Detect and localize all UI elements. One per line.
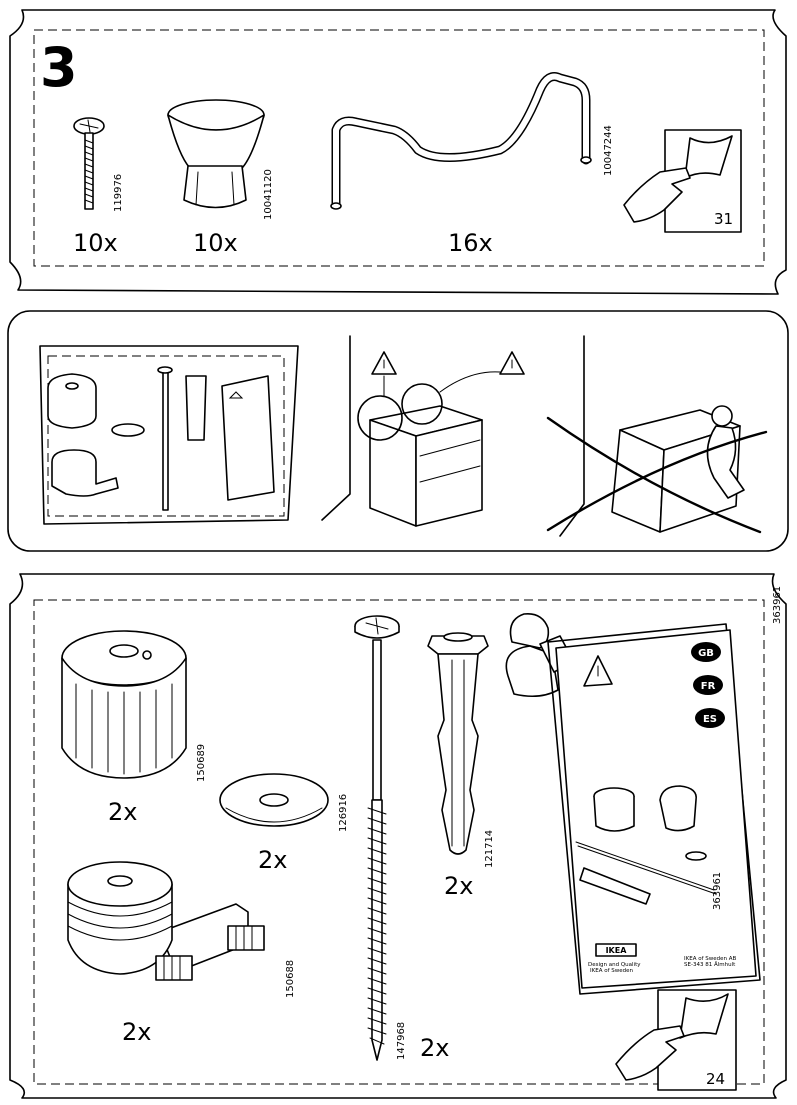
part-qty-foot-base: 2x [122,1018,151,1046]
lang-badge-gb: GB [691,642,721,662]
washer-icon [219,773,329,827]
dresser-wall-anchor-icon [321,335,525,527]
leveling-foot-cap-icon [61,630,187,779]
booklet-tagline-1: Design and Quality [588,962,641,968]
part-qty-knob: 10x [193,229,238,257]
part-qty-foot-cap: 2x [108,798,137,826]
svg-text:ES: ES [703,714,717,725]
tip-over-warning-icon [546,335,768,537]
page-ref-31: 31 [714,210,733,228]
kit-panel: 363961 150689 2x 126916 2x [9,573,787,1099]
knob-icon [167,99,265,209]
instruction-booklet-icon: IKEA Design and Quality IKEA of Sweden I… [547,623,761,995]
page-ref-24: 24 [706,1070,725,1088]
warning-panel [7,310,789,552]
kit-side-code: 363961 [772,586,783,624]
step-3-panel: 3 119976 10x 10041120 10x 10047244 16x [9,9,787,295]
part-code-wire-pull: 10047244 [603,125,614,176]
booklet-tagline-2: IKEA of Sweden [590,968,634,974]
svg-text:FR: FR [701,681,716,692]
part-code-wall-plug: 121714 [484,830,495,868]
long-screw-icon [354,615,400,1061]
part-qty-wall-plug: 2x [444,872,473,900]
booklet-brand: IKEA [606,946,628,955]
part-code-long-screw: 147968 [396,1022,407,1060]
wire-pull-icon [330,72,592,210]
wall-plug-icon [427,632,489,855]
part-code-screw: 119976 [113,174,124,212]
part-qty-long-screw: 2x [420,1034,449,1062]
svg-text:GB: GB [698,648,714,659]
leveling-foot-base-icon [67,861,265,981]
part-qty-screw: 10x [73,229,118,257]
hardware-kit-icon [39,345,299,525]
part-code-foot-base: 150688 [285,960,296,998]
screw-icon [73,117,105,210]
booklet-code: 363961 [712,872,723,910]
part-qty-washer: 2x [258,846,287,874]
part-code-knob: 10041120 [263,169,274,220]
part-code-foot-cap: 150689 [196,744,207,782]
page-turn-icon-2 [615,989,737,1091]
lang-badge-es: ES [695,708,725,728]
page-turn-icon [623,129,742,233]
part-qty-wire-pull: 16x [448,229,493,257]
part-code-washer: 126916 [338,794,349,832]
booklet-address-1: IKEA of Sweden AB [684,956,737,962]
step-number: 3 [40,36,78,99]
booklet-address-2: SE-343 81 Älmhult [684,961,736,968]
lang-badge-fr: FR [693,675,723,695]
